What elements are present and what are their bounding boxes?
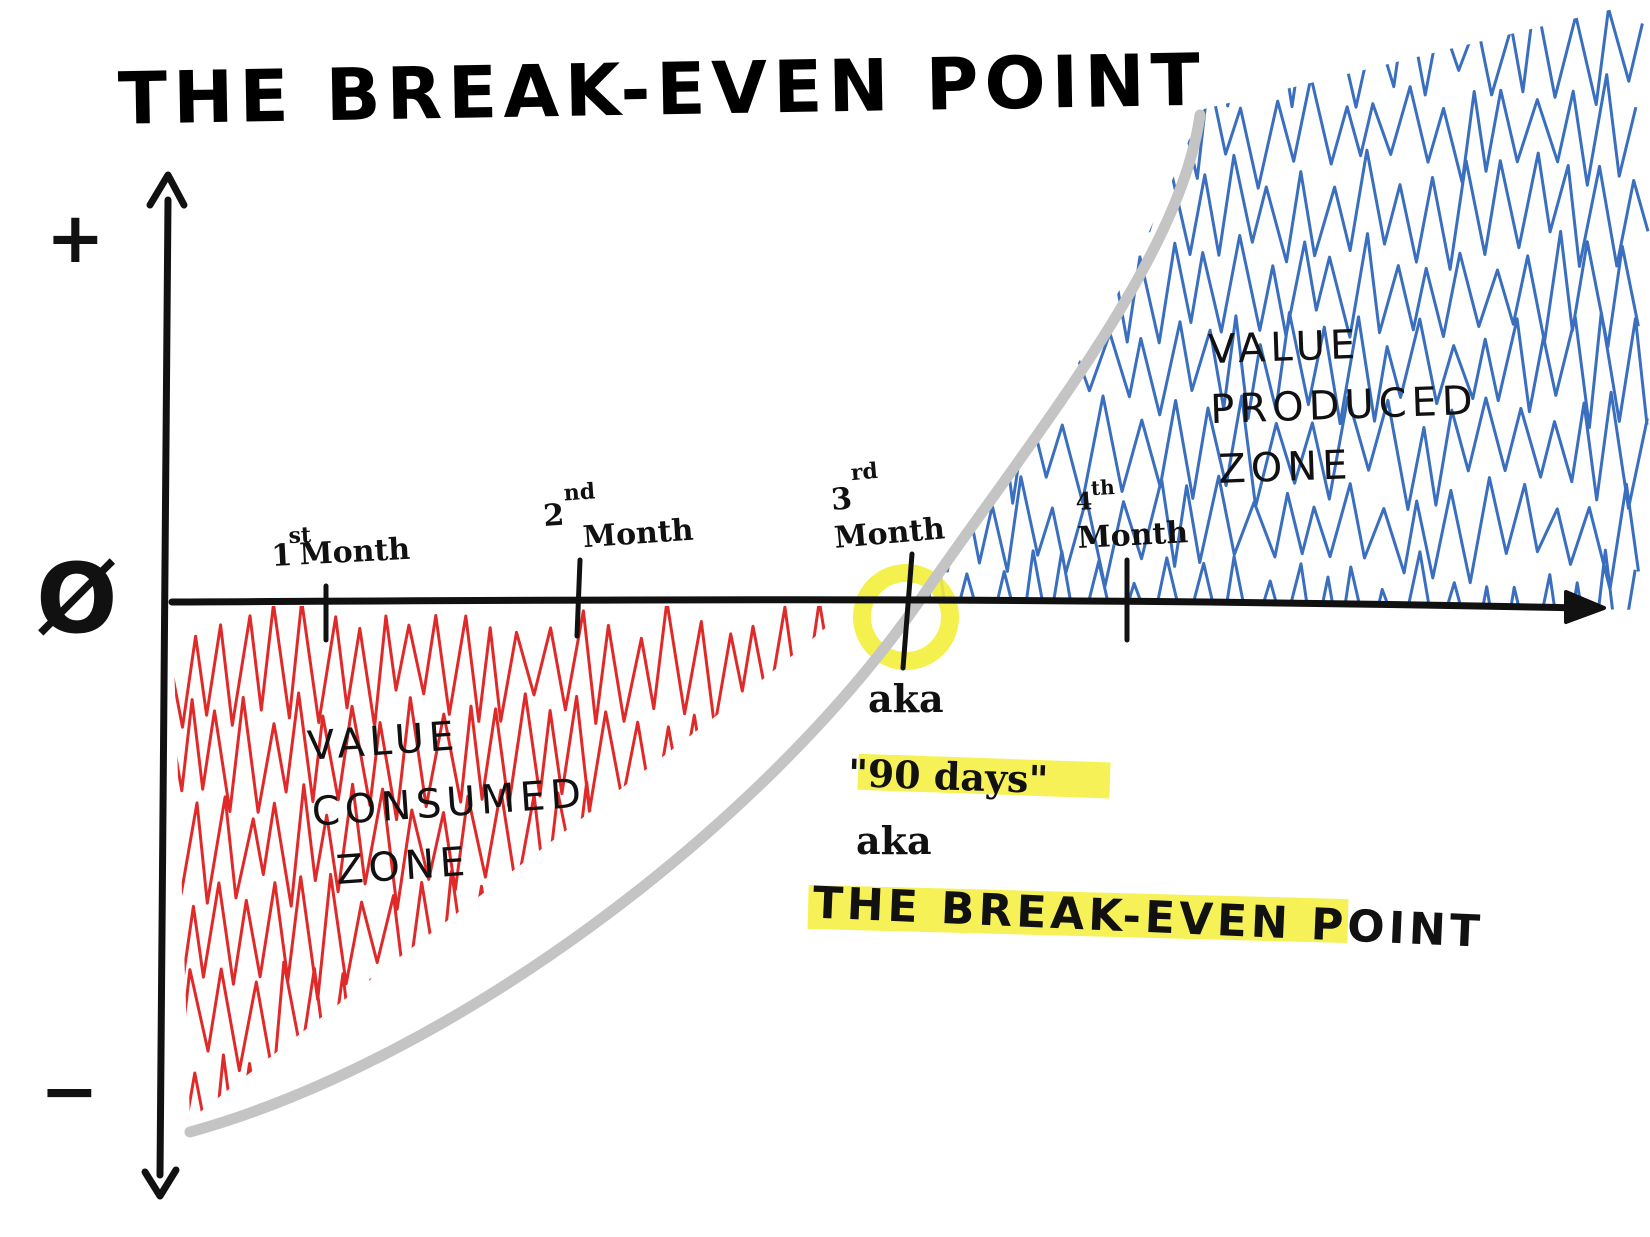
svg-text:rd: rd — [850, 458, 879, 486]
value-consumed-scribble — [172, 606, 850, 1120]
minus-label: − — [40, 1050, 99, 1132]
tick-label-month-1: 1 st Month — [271, 522, 412, 574]
y-axis-arrow-down — [141, 1166, 180, 1200]
aka-label-2: aka — [856, 818, 932, 863]
svg-text:Month: Month — [833, 511, 947, 556]
svg-text:3: 3 — [830, 481, 854, 518]
x-axis-arrow — [1564, 590, 1606, 624]
svg-text:PRODUCED: PRODUCED — [1209, 378, 1478, 433]
days-highlight — [857, 753, 1111, 799]
zero-label: Ø — [36, 543, 118, 655]
svg-text:Month: Month — [582, 513, 695, 556]
svg-text:Month: Month — [1077, 515, 1190, 556]
svg-text:VALUE: VALUE — [306, 713, 461, 769]
svg-text:Month: Month — [299, 532, 412, 573]
svg-text:ZONE: ZONE — [335, 839, 472, 894]
tick-label-month-3: 3 rd Month — [830, 458, 947, 556]
y-axis-arrow-up — [146, 171, 188, 209]
tick-label-month-2: 2 nd Month — [542, 478, 695, 556]
svg-text:1: 1 — [271, 538, 294, 574]
svg-text:st: st — [288, 522, 313, 549]
break-even-callout: THE BREAK-EVEN POINT — [812, 877, 1485, 957]
tick-label-month-4: 4 th Month — [1075, 475, 1190, 556]
svg-text:4: 4 — [1075, 486, 1093, 516]
svg-text:th: th — [1090, 475, 1115, 500]
svg-text:ZONE: ZONE — [1218, 442, 1354, 493]
tick-month-3 — [900, 551, 915, 671]
svg-text:VALUE: VALUE — [1207, 322, 1361, 373]
value-produced-label: VALUE PRODUCED ZONE — [1207, 322, 1478, 493]
svg-text:nd: nd — [563, 478, 596, 506]
plus-label: + — [46, 197, 105, 279]
page-title: THE BREAK-EVEN POINT — [117, 38, 1206, 141]
x-axis — [168, 596, 1584, 612]
tick-month-2 — [574, 557, 583, 639]
ninety-days-label: "90 days" — [847, 750, 1049, 802]
y-axis — [156, 196, 172, 1179]
svg-text:2: 2 — [542, 498, 565, 534]
value-curve — [184, 109, 1206, 1138]
svg-text:CONSUMED: CONSUMED — [310, 771, 587, 836]
aka-label-1: aka — [868, 676, 944, 721]
callout-highlight — [807, 884, 1349, 944]
